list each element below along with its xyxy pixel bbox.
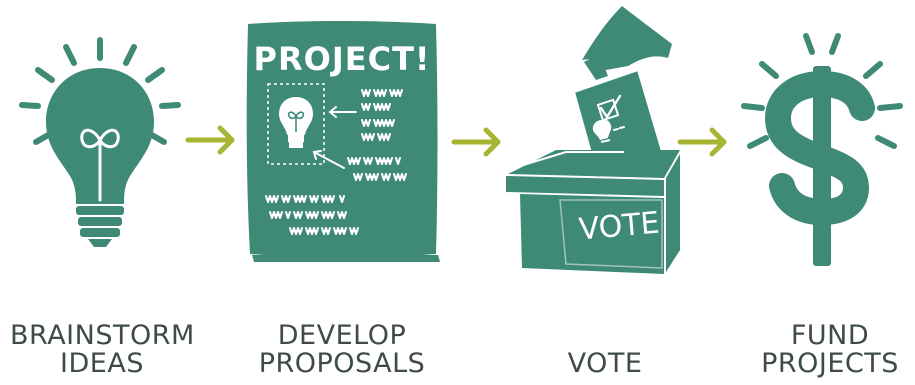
diagram-artwork: PROJECT! xyxy=(19,6,903,274)
step-label-develop: DEVELOP PROPOSALS xyxy=(258,320,426,379)
light-rays xyxy=(19,37,181,145)
document-title: PROJECT! xyxy=(254,40,431,78)
dashed-frame xyxy=(267,83,325,165)
proposal-document-icon: PROJECT! xyxy=(246,21,440,262)
ballot-box-label: VOTE xyxy=(577,206,661,248)
scribble-text xyxy=(265,89,407,235)
arrow-right-icon xyxy=(451,127,501,157)
step-label-vote: VOTE xyxy=(567,348,643,379)
hand-icon xyxy=(582,6,672,70)
pointer-arrows xyxy=(312,106,357,169)
step-label-brainstorm: BRAINSTORM IDEAS xyxy=(10,320,195,379)
arrow-right-icon xyxy=(185,125,235,155)
shine-rays xyxy=(741,33,903,149)
step-label-fund: FUND PROJECTS xyxy=(761,320,899,379)
dollar-sign-icon xyxy=(741,33,903,266)
small-bulb-icon xyxy=(278,96,314,148)
arrow-right-icon xyxy=(677,127,727,157)
ballot-box-icon: VOTE xyxy=(506,6,680,274)
lightbulb-icon xyxy=(19,37,181,247)
filament xyxy=(80,128,120,202)
small-bulb-icon xyxy=(592,119,612,140)
